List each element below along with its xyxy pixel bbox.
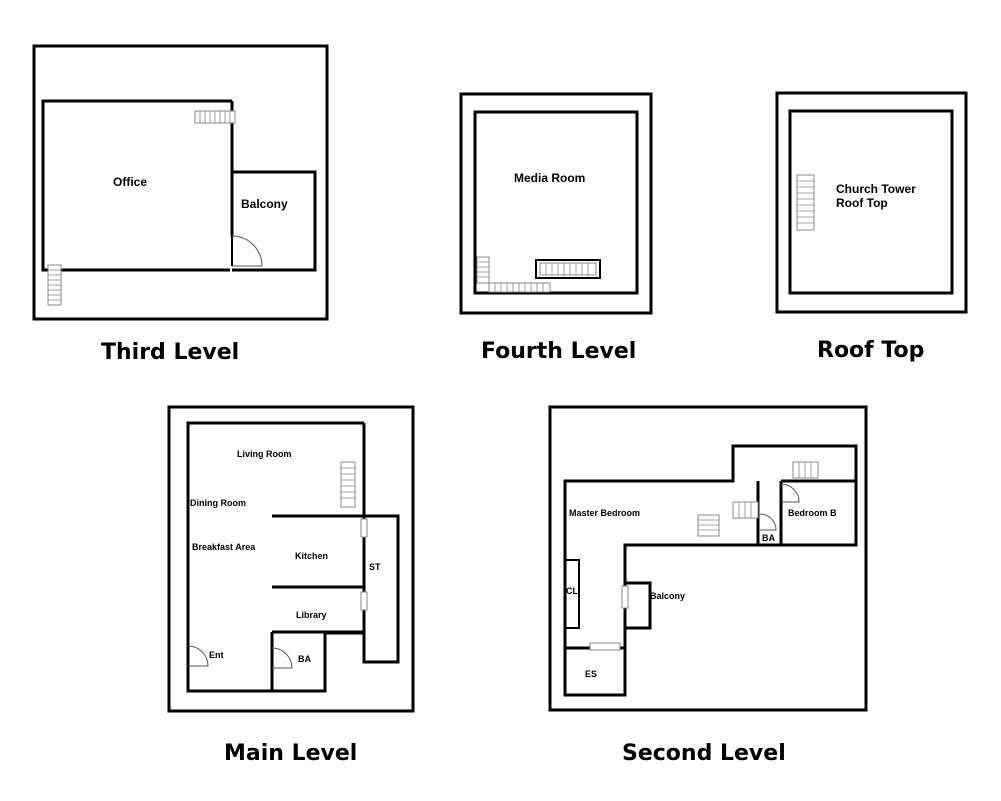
church-tower-label: Church Tower [836,182,916,196]
balcony-door [231,235,263,267]
second-bath-door [759,513,777,531]
main-level-title: Main Level [224,741,357,766]
third-level-title: Third Level [101,340,239,365]
roof-top-label: Roof Top [836,196,888,210]
balcony-door-second [621,585,629,609]
fourth-level-outer-wall [459,92,653,315]
storage-doors [360,518,368,611]
church-tower-walls [788,109,954,295]
second-level-title: Second Level [622,741,786,766]
closet-walls [564,559,580,629]
second-level-plan: Master Bedroom Bedroom B BA CL Balcony E… [548,405,868,766]
media-room-walls [473,110,639,295]
main-level-plan: Living Room Dining Room Breakfast Area K… [167,405,415,766]
third-level-plan: Office Balcony Third Level [32,44,329,365]
fourth-level-plan: Media Room Fourth Level [459,92,653,364]
main-level-outer-wall [167,405,415,713]
fourth-level-stair-left [476,256,551,293]
library-label: Library [296,610,327,620]
third-level-outer-wall [32,44,329,321]
balcony-walls-second [625,581,652,630]
third-level-stair-top [194,110,236,124]
roof-top-title: Roof Top [817,338,924,363]
library-bath-wall [270,630,364,691]
third-level-stair-bottom [47,264,62,306]
entry-door [187,645,209,667]
entry-label: Ent [209,650,224,660]
closet-label: CL [566,586,578,596]
fourth-level-stair-center [535,259,601,279]
balcony-walls [232,170,317,272]
second-bath-label: BA [762,533,775,543]
main-bath-label: BA [298,654,311,664]
balcony-label: Balcony [241,197,288,211]
storage-label: ST [369,562,381,572]
master-bedroom-walls [563,444,858,697]
kitchen-label: Kitchen [295,551,328,561]
main-level-stair [340,461,356,508]
living-room-label: Living Room [237,449,292,459]
office-label: Office [113,175,147,189]
bedroom-b-label: Bedroom B [788,508,837,518]
master-bedroom-label: Master Bedroom [569,508,640,518]
main-bath-door [271,647,293,669]
balcony-second-label: Balcony [650,591,685,601]
roof-top-plan: Church Tower Roof Top Roof Top [775,91,968,363]
office-walls [41,99,232,272]
bedroom-b-door [780,483,800,503]
fourth-level-title: Fourth Level [481,339,636,364]
ensuite-door [589,642,621,651]
media-room-label: Media Room [514,171,585,185]
second-level-outer-wall [548,405,868,712]
storage-room-walls [362,514,400,664]
roof-top-outer-wall [775,91,968,314]
ensuite-label: ES [585,669,597,679]
second-level-stairs [697,461,819,537]
roof-top-stair [796,174,815,231]
dining-room-label: Dining Room [190,498,246,508]
breakfast-area-label: Breakfast Area [192,542,256,552]
